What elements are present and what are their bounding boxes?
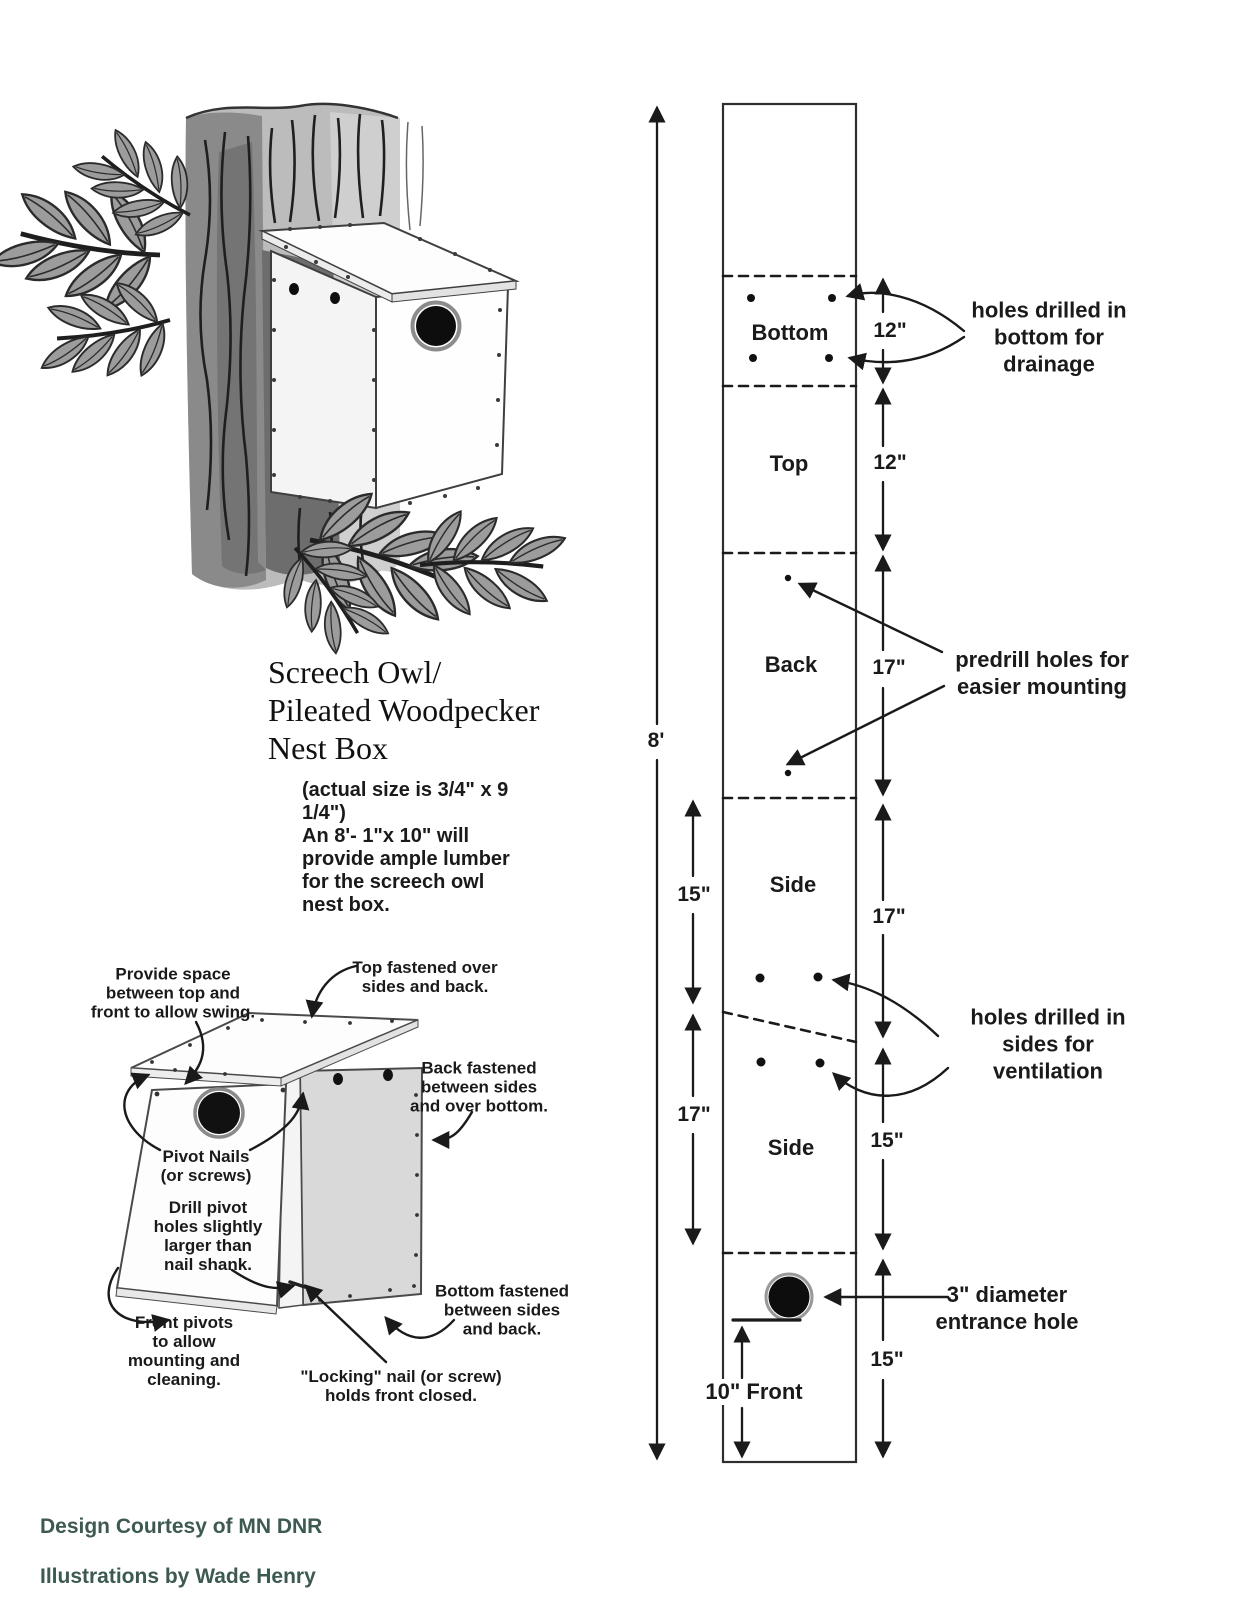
annotation-drill-pivot: Drill pivot holes slightly larger than n… — [153, 1198, 263, 1274]
vent-hole — [755, 973, 765, 983]
annotation-bottom-fastened: Bottom fastened between sides and back. — [434, 1281, 570, 1339]
assembly-back-panel — [298, 1066, 424, 1307]
entrance-hole-illustration — [410, 300, 462, 352]
section-label-bottom: Bottom — [748, 320, 832, 346]
section-label-back: Back — [761, 652, 821, 678]
page-title: Screech Owl/ Pileated Woodpecker Nest Bo… — [268, 654, 540, 766]
section-label-side1: Side — [766, 872, 820, 898]
board-outline — [721, 102, 858, 1464]
vent-hole-illustration — [330, 292, 340, 304]
callout-entrance: 3" diameter entrance hole — [935, 1282, 1079, 1334]
dim-side1-left-15: 15" — [675, 883, 713, 907]
dim-side2-right-15: 15" — [868, 1129, 906, 1153]
annotation-top-fastened: Top fastened over sides and back. — [352, 958, 498, 996]
section-label-top: Top — [766, 451, 812, 477]
annotation-back-fastened: Back fastened between sides and over bot… — [410, 1058, 548, 1116]
vent-hole — [813, 972, 823, 982]
vent-hole-illustration — [289, 283, 299, 295]
dim-bottom-12: 12" — [871, 319, 909, 343]
assembly-diagram-drawing — [107, 964, 474, 1364]
assembly-entrance-hole — [193, 1087, 245, 1139]
drainage-hole — [747, 294, 755, 302]
vent-hole — [815, 1058, 825, 1068]
dim-side2-left-17: 17" — [675, 1103, 713, 1127]
bark-lines — [199, 113, 386, 581]
dim-front-right-15: 15" — [868, 1348, 906, 1372]
dimension-arrows — [648, 105, 892, 1461]
dim-side1-right-17: 17" — [870, 905, 908, 929]
annotation-provide-space: Provide space between top and front to a… — [90, 964, 256, 1022]
drainage-hole — [749, 354, 757, 362]
predrill-hole — [784, 574, 792, 582]
mounted-nest-box — [258, 221, 520, 510]
credits: Design Courtesy of MN DNR Illustrations … — [40, 1489, 322, 1600]
callout-predrill: predrill holes for easier mounting — [955, 647, 1129, 699]
section-label-front: 10" Front — [702, 1379, 806, 1405]
drilled-holes — [747, 294, 836, 1068]
drainage-hole — [825, 354, 833, 362]
callout-ventilation: holes drilled in sides for ventilation — [970, 1004, 1126, 1084]
vent-hole — [756, 1057, 766, 1067]
drainage-hole — [828, 294, 836, 302]
cut-board-diagram — [648, 102, 966, 1464]
credit-illustrations: Illustrations by Wade Henry — [40, 1565, 316, 1588]
callout-drainage: holes drilled in bottom for drainage — [971, 297, 1127, 377]
assembly-annotation-arrows — [107, 964, 474, 1364]
dim-overall-8ft: 8' — [645, 729, 667, 753]
annotation-locking-nail: "Locking" nail (or screw) holds front cl… — [300, 1367, 502, 1405]
predrill-hole — [784, 769, 792, 777]
dim-top-12: 12" — [871, 451, 909, 475]
annotation-pivot-nails: Pivot Nails (or screws) — [160, 1147, 252, 1185]
credit-design: Design Courtesy of MN DNR — [40, 1515, 323, 1538]
section-label-side2: Side — [764, 1135, 818, 1161]
dim-back-17: 17" — [870, 656, 908, 680]
tree-illustration — [0, 102, 567, 674]
callout-arrows — [785, 283, 966, 1306]
annotation-front-pivots: Front pivots to allow mounting and clean… — [127, 1313, 241, 1389]
cut-lines — [721, 274, 858, 1255]
lumber-notes: (actual size is 3/4" x 9 1/4") An 8'- 1"… — [302, 779, 510, 916]
